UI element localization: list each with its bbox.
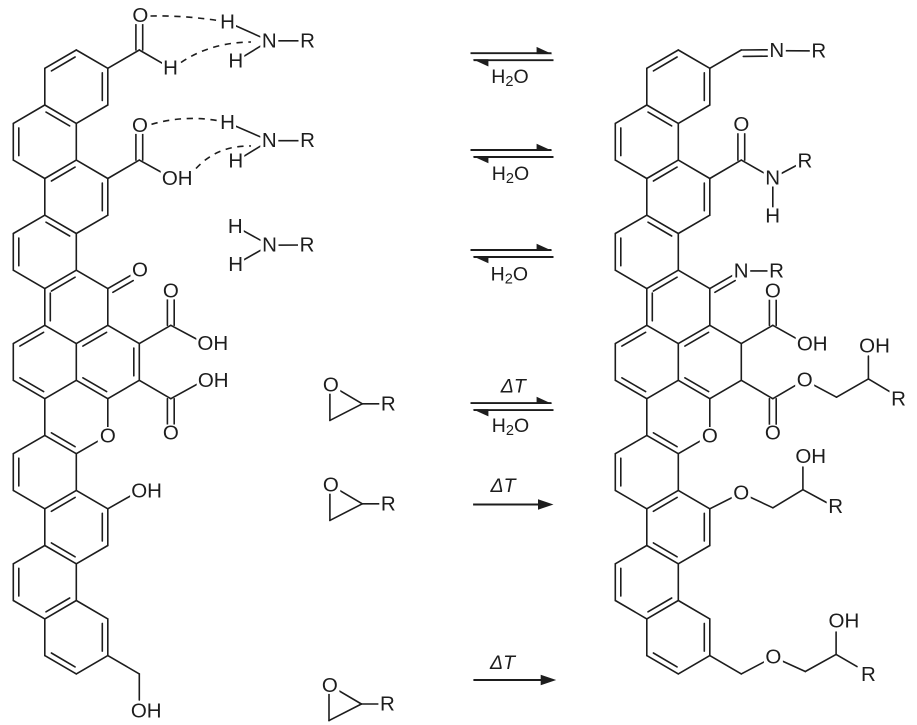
svg-text:H: H xyxy=(228,253,243,276)
svg-text:R: R xyxy=(381,392,396,415)
svg-text:N: N xyxy=(765,167,780,190)
svg-text:O: O xyxy=(702,425,718,448)
svg-text:O: O xyxy=(322,674,338,697)
svg-text:O: O xyxy=(100,425,116,448)
svg-text:R: R xyxy=(861,663,876,686)
svg-text:N: N xyxy=(262,29,277,52)
svg-text:H: H xyxy=(228,50,243,73)
svg-text:N: N xyxy=(769,39,784,62)
svg-text:R: R xyxy=(300,234,315,257)
svg-text:N: N xyxy=(262,129,277,152)
svg-text:O: O xyxy=(797,368,813,391)
svg-text:H: H xyxy=(220,11,235,34)
svg-text:H: H xyxy=(765,204,780,227)
svg-text:OH: OH xyxy=(198,369,229,392)
svg-text:H: H xyxy=(220,111,235,134)
svg-text:H: H xyxy=(228,150,243,173)
svg-text:OH: OH xyxy=(829,610,860,633)
svg-text:O: O xyxy=(132,114,148,137)
svg-text:OH: OH xyxy=(797,333,828,356)
svg-text:OH: OH xyxy=(197,332,228,355)
svg-text:O: O xyxy=(733,482,749,505)
svg-text:H2O: H2O xyxy=(492,163,529,187)
svg-text:O: O xyxy=(132,4,148,27)
svg-text:O: O xyxy=(163,422,179,445)
svg-text:OH: OH xyxy=(162,167,193,190)
svg-text:R: R xyxy=(381,492,396,515)
svg-text:R: R xyxy=(828,495,843,518)
svg-text:O: O xyxy=(765,280,781,303)
svg-text:ΔT: ΔT xyxy=(489,475,517,497)
svg-text:OH: OH xyxy=(859,334,890,357)
svg-text:OH: OH xyxy=(795,445,826,468)
svg-text:R: R xyxy=(769,259,784,282)
svg-text:H: H xyxy=(163,57,178,80)
svg-text:R: R xyxy=(300,29,315,52)
svg-text:O: O xyxy=(765,645,781,668)
svg-text:OH: OH xyxy=(131,479,162,502)
svg-text:ΔT: ΔT xyxy=(500,376,528,398)
svg-text:R: R xyxy=(797,150,812,173)
svg-text:O: O xyxy=(765,422,781,445)
svg-text:N: N xyxy=(734,259,749,282)
svg-text:O: O xyxy=(323,374,339,397)
svg-text:O: O xyxy=(323,474,339,497)
svg-text:O: O xyxy=(163,279,179,302)
svg-text:R: R xyxy=(300,129,315,152)
svg-text:R: R xyxy=(811,39,826,62)
svg-text:ΔT: ΔT xyxy=(489,652,517,674)
svg-text:O: O xyxy=(132,258,148,281)
svg-text:R: R xyxy=(380,693,395,716)
svg-text:N: N xyxy=(262,234,277,257)
svg-text:O: O xyxy=(733,113,749,136)
svg-text:H: H xyxy=(228,215,243,238)
svg-text:OH: OH xyxy=(131,699,162,722)
svg-text:R: R xyxy=(891,388,906,411)
